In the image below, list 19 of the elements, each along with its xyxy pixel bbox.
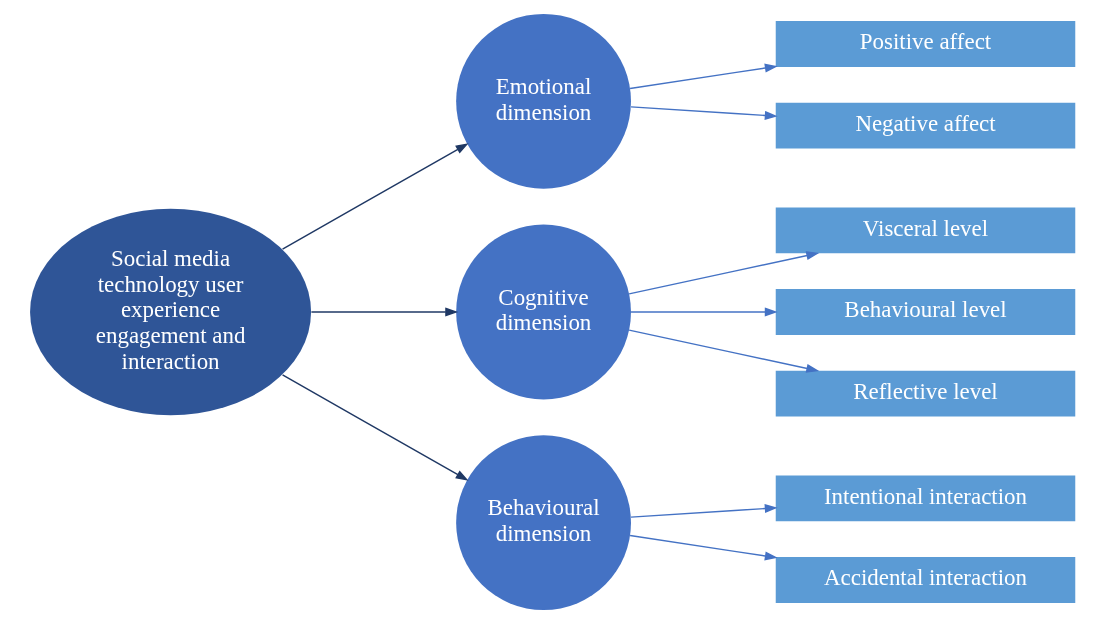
arrow [281, 143, 469, 250]
arrow [281, 374, 469, 481]
arrow [629, 63, 778, 90]
node-circle: Cognitive dimension [456, 224, 631, 400]
arrow [628, 251, 820, 295]
node-box: Intentional interaction [775, 475, 1076, 522]
node-box: Behavioural level [775, 289, 1076, 335]
node-box: Reflective level [775, 370, 1076, 417]
arrow [310, 307, 459, 317]
node-box: Negative affect [775, 102, 1076, 149]
node-ellipse: Social media technology user experience engagement and interaction [30, 208, 312, 416]
node-box: Accidental interaction [775, 557, 1076, 603]
arrow [630, 504, 778, 518]
arrow [630, 307, 778, 317]
arrow [629, 534, 778, 561]
arrow [628, 329, 820, 373]
arrow [630, 106, 778, 120]
node-box: Visceral level [775, 207, 1076, 254]
node-box: Positive affect [775, 21, 1076, 67]
